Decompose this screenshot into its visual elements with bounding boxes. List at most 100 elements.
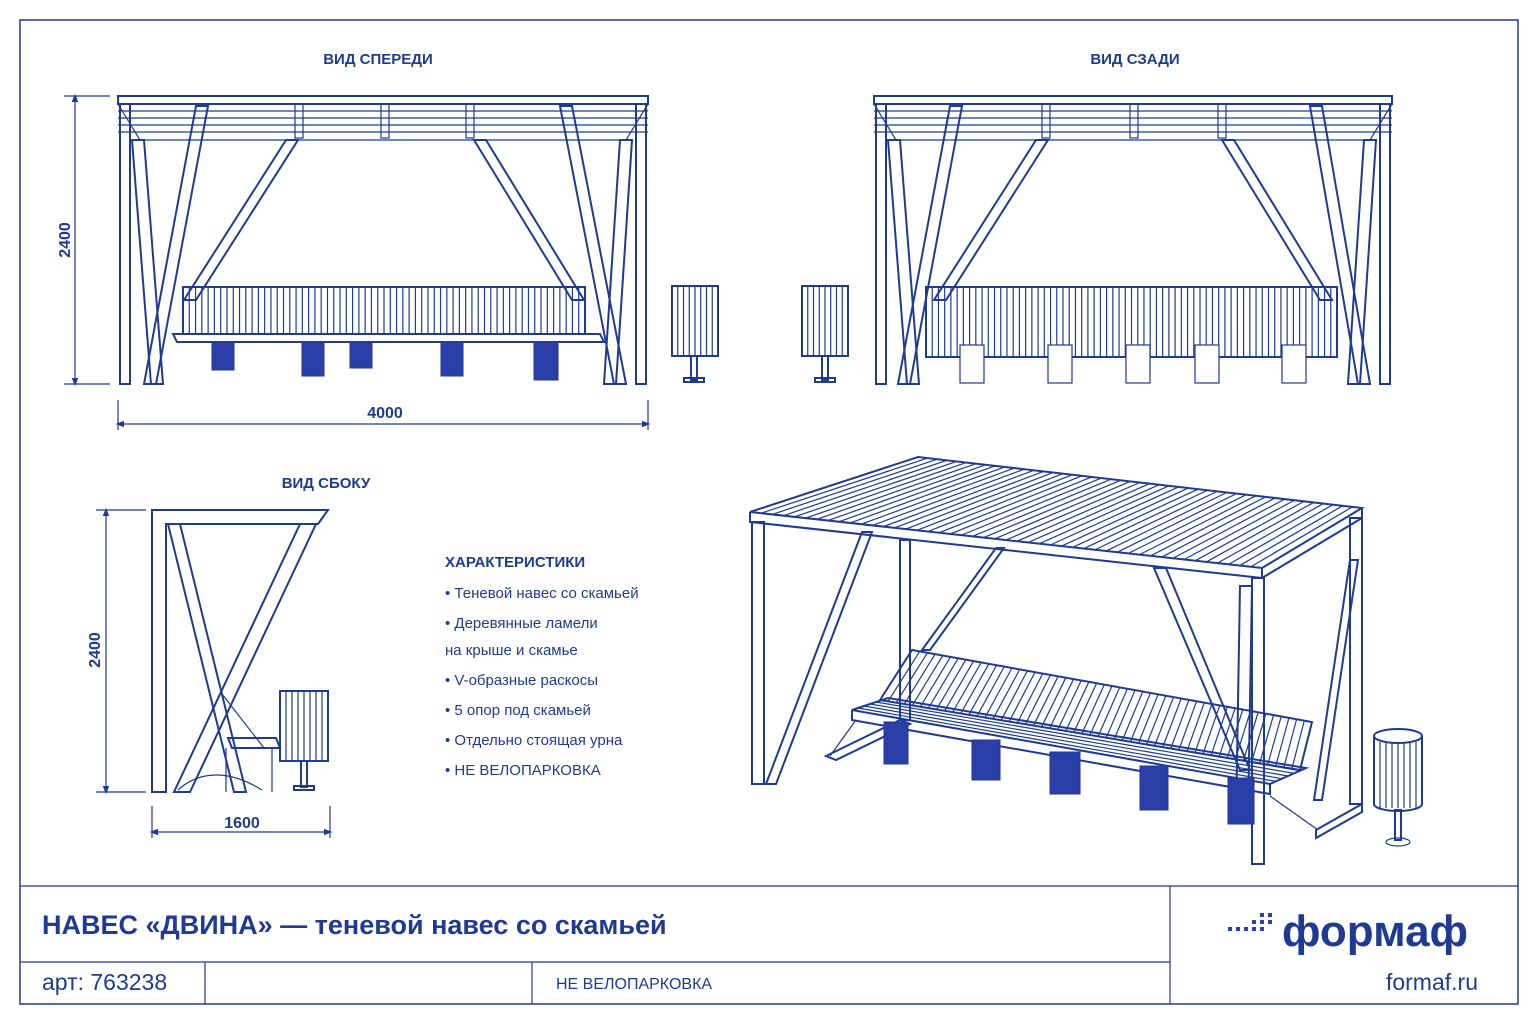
front-width-label: 4000 [367, 405, 403, 422]
bench-slat [1041, 677, 1067, 728]
roof-slat [1217, 503, 1324, 564]
iso-bench-legs [883, 721, 1255, 825]
roof-slat [972, 478, 1112, 537]
roof-slat [1172, 498, 1286, 559]
front-height-dimension: 2400 [57, 93, 110, 387]
bench-slat [887, 651, 921, 702]
roof-slat [1228, 504, 1334, 565]
bench-slat [1162, 698, 1182, 748]
seat-slat [881, 699, 1301, 772]
front-post-right [635, 103, 647, 385]
front-view: ВИД СПЕРЕДИ [57, 51, 719, 430]
roof-slat [983, 479, 1121, 539]
bench-slat [1226, 709, 1244, 759]
roof-slat [1061, 487, 1189, 547]
roof-slat [905, 471, 1054, 530]
roof-slat [1016, 483, 1150, 542]
bench-slat [1291, 720, 1305, 769]
seat-slat [857, 707, 1277, 782]
back-post-right [1379, 103, 1391, 385]
sheet-border [19, 19, 1519, 1005]
roof-slat [1039, 485, 1170, 545]
bench-slat [1049, 678, 1075, 729]
front-post-left [119, 103, 131, 385]
website-link[interactable]: formaf.ru [1386, 969, 1478, 995]
roof-slat [783, 459, 948, 517]
sheet-title: НАВЕС «ДВИНА» — теневой навес со скамьей [42, 910, 667, 940]
roof-slat [1094, 490, 1218, 551]
roof-slat [1083, 489, 1208, 550]
roof-slat [1005, 481, 1141, 541]
roof-slat [1128, 494, 1247, 554]
roof-slat [994, 480, 1131, 540]
bench-slat [936, 659, 967, 710]
bench-slat [1032, 676, 1059, 726]
specs-heading: ХАРАКТЕРИСТИКИ [445, 554, 585, 571]
specs-list: • Теневой навес со скамьей• Деревянные л… [445, 585, 639, 779]
bench-slat [1283, 719, 1298, 768]
bench-slat [1129, 692, 1152, 742]
specs-block: ХАРАКТЕРИСТИКИ • Теневой навес со скамье… [445, 554, 639, 779]
roof-slat [1194, 500, 1305, 562]
roof-slat [961, 477, 1102, 536]
bench-slat [1024, 674, 1051, 725]
roof-slat [927, 474, 1073, 533]
roof-slat [1028, 484, 1160, 543]
seat-slat [863, 705, 1283, 780]
bench-slat [1186, 702, 1205, 752]
article-number: арт: 763238 [42, 969, 167, 995]
side-height-dimension: 2400 [87, 507, 146, 795]
roof-slat [1239, 505, 1343, 567]
bench-slat [1121, 691, 1144, 741]
bench-slat [1250, 713, 1267, 763]
bench-slat [976, 666, 1005, 717]
bench-slat [1089, 685, 1113, 736]
spec-item-line: • Теневой навес со скамьей [445, 585, 639, 602]
roof-slat [861, 467, 1015, 525]
note-label: НЕ ВЕЛОПАРКОВКА [556, 976, 712, 993]
bench-slat [1137, 694, 1159, 744]
side-height-label: 2400 [87, 632, 104, 668]
front-view-title: ВИД СПЕРЕДИ [323, 51, 433, 68]
back-bench-legs [959, 344, 1307, 384]
logo-dots-icon [1228, 913, 1272, 931]
side-width-label: 1600 [224, 815, 260, 832]
front-braces [130, 105, 634, 385]
bench-slat [1145, 695, 1167, 745]
bench-slat [984, 667, 1013, 718]
roof-slat [1050, 486, 1179, 546]
bench-slat [1105, 688, 1128, 738]
roof-slat [894, 470, 1044, 529]
spec-item-line: • 5 опор под скамьей [445, 702, 591, 719]
seat-slat [875, 701, 1295, 774]
bench-slat [1242, 712, 1259, 761]
roof-slat [1161, 497, 1276, 558]
bench-slat [927, 658, 959, 709]
bench-slat [1016, 673, 1044, 724]
bench-slat [1097, 687, 1121, 737]
bench-slat [1000, 670, 1028, 721]
roof-slat [772, 458, 938, 516]
bench-slat [1065, 681, 1090, 732]
back-view-title: ВИД СЗАДИ [1090, 51, 1179, 68]
back-post-left [875, 103, 887, 385]
side-view-title: ВИД СБОКУ [282, 475, 371, 492]
bench-slat [944, 660, 975, 712]
bench-slat [1178, 701, 1198, 751]
bench-slat [919, 656, 951, 708]
bench-slat [1275, 717, 1290, 767]
bench-slat [1259, 714, 1275, 764]
front-width-dimension: 4000 [115, 400, 651, 430]
roof-slat [760, 457, 928, 514]
side-braces [166, 523, 318, 793]
roof-slat [1072, 488, 1199, 548]
back-view: ВИД СЗАДИ [801, 51, 1393, 385]
front-roof [117, 95, 649, 105]
roof-slat [816, 463, 977, 520]
roof-slat [794, 460, 957, 518]
iso-posts [751, 517, 1363, 865]
bench-slat [1154, 696, 1175, 746]
roof-slat [1139, 495, 1257, 556]
bench-slat [952, 662, 982, 713]
roof-slat [950, 476, 1092, 535]
